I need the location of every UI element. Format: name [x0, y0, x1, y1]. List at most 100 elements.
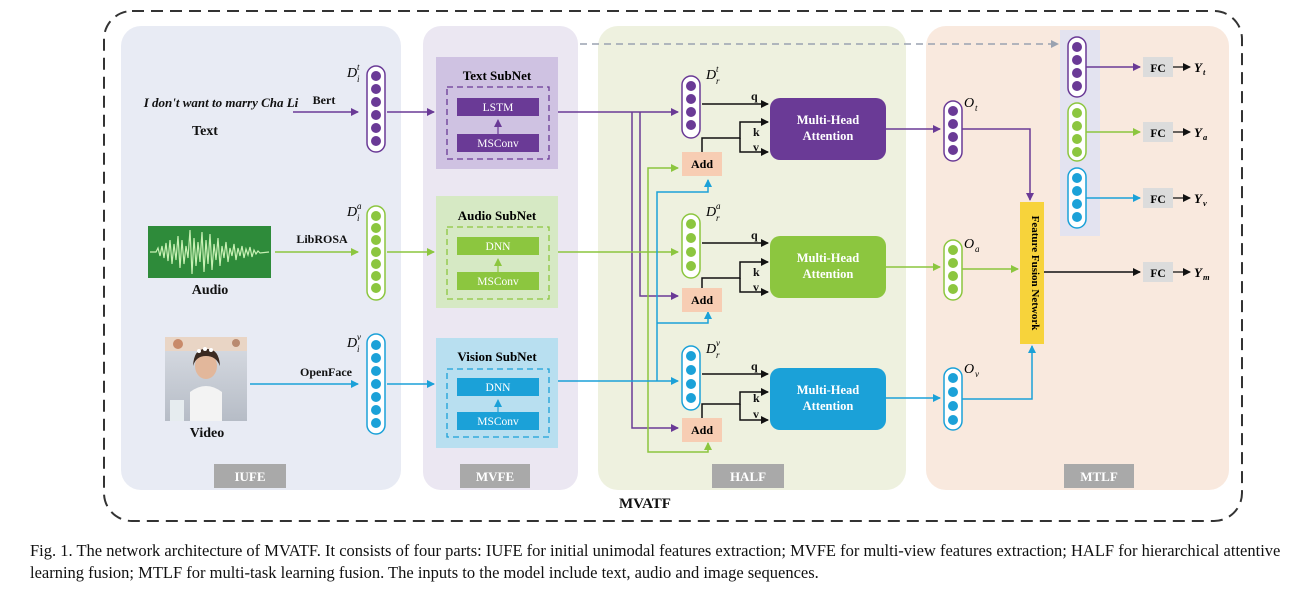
text-sentence: I don't want to marry Cha Li — [143, 95, 299, 110]
svg-text:k: k — [753, 391, 760, 405]
fc-head-multimodal: FC Y m — [1143, 262, 1210, 282]
neuron-dot — [371, 247, 381, 257]
head-video-column — [1067, 167, 1087, 229]
svg-text:Audio SubNet: Audio SubNet — [458, 208, 537, 223]
neuron-dot — [1072, 81, 1082, 91]
svg-text:a: a — [1203, 132, 1208, 142]
neuron-dot — [948, 145, 958, 155]
svg-text:Text SubNet: Text SubNet — [463, 68, 532, 83]
svg-text:MSConv: MSConv — [477, 138, 519, 150]
openface-label: OpenFace — [300, 365, 353, 379]
svg-text:a: a — [716, 201, 721, 211]
svg-text:r: r — [716, 350, 720, 360]
text-input-label: Text — [192, 124, 218, 139]
svg-text:DNN: DNN — [486, 241, 512, 253]
svg-text:v: v — [753, 140, 759, 154]
svg-text:Multi-Head: Multi-Head — [797, 383, 860, 397]
text-attention-block: Multi-Head Attention — [770, 98, 886, 160]
neuron-dot — [948, 132, 958, 142]
fc-head-video: FC Y v — [1143, 188, 1207, 208]
svg-text:a: a — [975, 244, 980, 254]
svg-text:MTLF: MTLF — [1080, 469, 1118, 484]
mvatf-label: MVATF — [619, 496, 671, 512]
neuron-dot — [686, 379, 696, 389]
neuron-dot — [948, 401, 958, 411]
neuron-dot — [371, 418, 381, 428]
neuron-dot — [686, 219, 696, 229]
mvfe-tag: MVFE — [460, 464, 530, 488]
text-subnet: Text SubNet LSTM MSConv — [436, 57, 558, 169]
svg-text:r: r — [716, 76, 720, 86]
mtlf-tag: MTLF — [1064, 464, 1134, 488]
svg-text:t: t — [716, 64, 719, 74]
svg-text:Vision SubNet: Vision SubNet — [457, 349, 537, 364]
neuron-dot — [371, 235, 381, 245]
audio-attention-block: Multi-Head Attention — [770, 236, 886, 298]
svg-text:IUFE: IUFE — [234, 469, 265, 484]
svg-text:FC: FC — [1150, 194, 1165, 206]
svg-text:O: O — [964, 96, 974, 111]
svg-text:Attention: Attention — [803, 129, 854, 143]
svg-text:D: D — [346, 66, 357, 81]
librosa-label: LibROSA — [296, 232, 348, 246]
audio-add-block: Add — [682, 288, 722, 312]
neuron-dot — [948, 284, 958, 294]
neuron-dot — [1072, 108, 1082, 118]
neuron-dot — [948, 106, 958, 116]
audio-representation: D a r — [681, 201, 721, 279]
vision-subnet: Vision SubNet DNN MSConv — [436, 338, 558, 448]
svg-text:i: i — [357, 344, 360, 354]
video-routing — [558, 179, 712, 385]
neuron-dot — [686, 81, 696, 91]
svg-text:q: q — [751, 89, 758, 103]
neuron-dot — [1072, 134, 1082, 144]
svg-text:Y: Y — [1194, 60, 1203, 75]
audio-waveform — [148, 226, 271, 278]
svg-text:v: v — [357, 332, 361, 342]
svg-text:Y: Y — [1194, 125, 1203, 140]
neuron-dot — [686, 393, 696, 403]
neuron-dot — [686, 351, 696, 361]
neuron-dot — [686, 261, 696, 271]
audio-initial-features: D a i — [346, 201, 386, 301]
text-routing — [558, 108, 679, 432]
svg-text:t: t — [357, 62, 360, 72]
svg-text:FC: FC — [1150, 63, 1165, 75]
neuron-dot — [686, 107, 696, 117]
svg-text:MSConv: MSConv — [477, 276, 519, 288]
half-tag: HALF — [712, 464, 784, 488]
video-initial-features: D v i — [346, 332, 386, 435]
neuron-dot — [948, 387, 958, 397]
neuron-dot — [371, 283, 381, 293]
neuron-dot — [371, 366, 381, 376]
neuron-dot — [371, 405, 381, 415]
neuron-dot — [371, 379, 381, 389]
svg-text:Y: Y — [1194, 191, 1203, 206]
svg-text:D: D — [346, 205, 357, 220]
fc-head-audio: FC Y a — [1143, 122, 1208, 142]
audio-output: O a — [943, 237, 980, 301]
svg-text:LSTM: LSTM — [483, 102, 514, 114]
audio-routing — [558, 164, 712, 453]
fc-head-text: FC Y t — [1143, 57, 1206, 77]
svg-text:v: v — [753, 407, 759, 421]
neuron-dot — [1072, 212, 1082, 222]
neuron-dot — [686, 247, 696, 257]
svg-text:O: O — [964, 362, 974, 377]
neuron-dot — [1072, 121, 1082, 131]
neuron-dot — [1072, 199, 1082, 209]
svg-text:MVFE: MVFE — [476, 469, 514, 484]
neuron-dot — [371, 353, 381, 363]
svg-text:Multi-Head: Multi-Head — [797, 113, 860, 127]
svg-text:Feature Fusion Network: Feature Fusion Network — [1029, 216, 1041, 332]
svg-text:Multi-Head: Multi-Head — [797, 251, 860, 265]
svg-text:k: k — [753, 265, 760, 279]
neuron-dot — [1072, 147, 1082, 157]
svg-text:a: a — [357, 201, 362, 211]
neuron-dot — [948, 271, 958, 281]
neuron-dot — [371, 71, 381, 81]
svg-text:MSConv: MSConv — [477, 416, 519, 428]
svg-text:i: i — [357, 74, 360, 84]
neuron-dot — [948, 373, 958, 383]
